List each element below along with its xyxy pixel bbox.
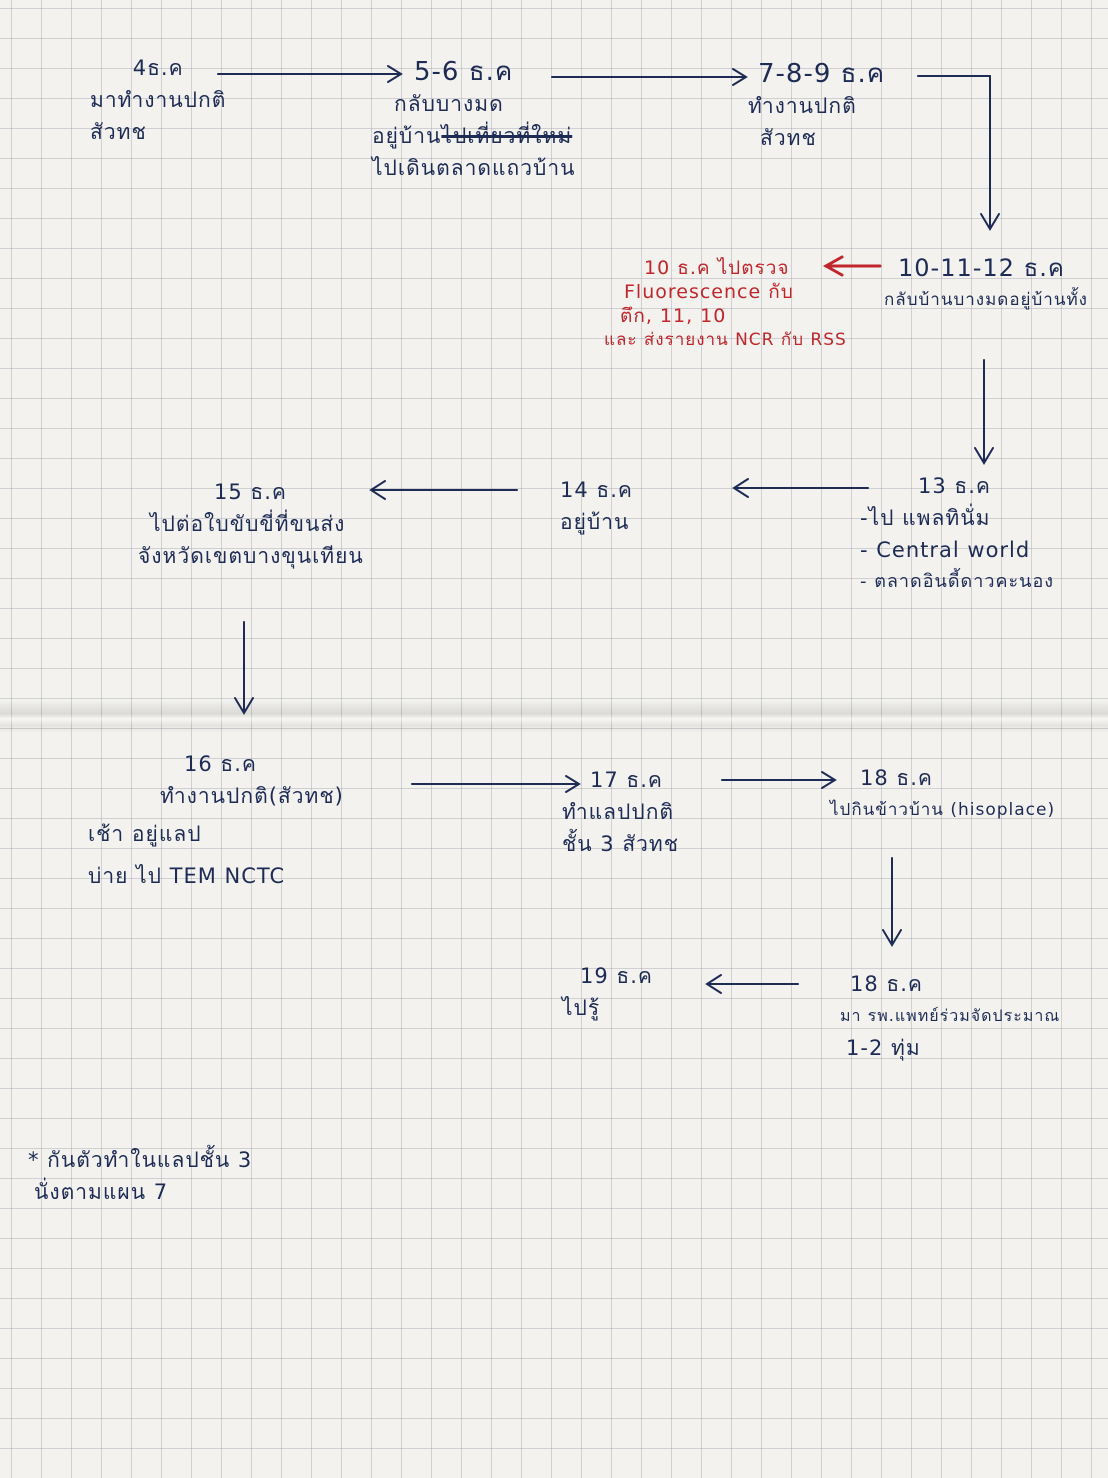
note-date: 16 ธ.ค [184,752,257,776]
note-line: ทำงานปกติ(สัวทช) [160,784,344,808]
arrow-head [234,697,254,715]
note-dec-5-6: 5-6 ธ.ค กลับบางมด อยู่บ้านไปเที่ยวที่ใหม… [372,56,576,184]
note-dec-4: 4ธ.ค มาทำงานปกติ สัวทช [90,52,226,148]
arrow-head [882,929,902,947]
note-dec-19: 19 ธ.ค ไปรู้ [562,960,653,1024]
arrow-head [387,65,403,83]
note-line: - Central world [860,538,1031,562]
arrow-head [821,771,837,789]
note-line: ทำแลปปกติ [562,800,675,824]
note-line: ไปต่อใบขับขี่ที่ขนส่ง [150,512,346,536]
arrow-head [705,974,722,994]
arrow-head [974,447,994,465]
note-line: - ตลาดอินดี้ดาวคะนอง [860,571,1055,592]
note-line: มาทำงานปกติ [90,88,227,112]
note-line: กลับบางมด [394,92,504,116]
note-date: 15 ธ.ค [214,480,287,504]
note-dec-14: 14 ธ.ค อยู่บ้าน [560,474,633,538]
note-date: 5-6 ธ.ค [414,57,514,87]
note-line: 1-2 ทุ่ม [846,1036,921,1060]
note-line: สัวทช [760,126,817,150]
note-line: ไปรู้ [562,996,601,1020]
note-date: 4ธ.ค [132,56,184,80]
note-line: อยู่บ้านไปเที่ยวที่ใหม่ [372,120,576,152]
note-date: 17 ธ.ค [590,768,663,792]
note-line: อยู่บ้าน [560,510,630,534]
arrow-head [369,480,386,500]
note-line: * กันตัวทำในแลปชั้น 3 [28,1148,253,1172]
note-dec-16: 16 ธ.ค ทำงานปกติ(สัวทช) เช้า อยู่แลป บ่า… [88,748,344,892]
note-line: -ไป แพลทินั่ม [860,506,991,530]
note-line: กลับบ้านบางมดอยู่บ้านทั้ง [884,290,1088,310]
note-line: เช้า อยู่แลป [88,822,202,846]
note-date: 18 ธ.ค [860,766,933,790]
note-dec-18-dinner: 18 ธ.ค ไปกินข้าวบ้าน (hisoplace) [830,762,1055,826]
note-dec-10-checkup: 10 ธ.ค ไปตรวจ Fluorescence กับ ตึก, 11, … [604,256,847,352]
arrow-head [565,775,581,793]
note-line: ตึก, 11, 10 [620,305,727,327]
arrow-head [980,213,1000,231]
note-dec-10-12: 10-11-12 ธ.ค กลับบ้านบางมดอยู่บ้านทั้ง [884,252,1088,316]
note-date: 7-8-9 ธ.ค [758,59,886,89]
note-line: มา รพ.แพทย์ร่วมจัดประมาณ [840,1006,1061,1025]
note-date: 13 ธ.ค [918,474,991,498]
note-line: สัวทช [90,120,147,144]
note-line: ไปกินข้าวบ้าน (hisoplace) [830,800,1056,820]
struck-text: ไปเที่ยวที่ใหม่ [441,124,573,148]
note-line: Fluorescence กับ [624,281,794,303]
arrow-head [732,478,749,498]
note-dec-18-hospital: 18 ธ.ค มา รพ.แพทย์ร่วมจัดประมาณ 1-2 ทุ่ม [840,968,1060,1064]
note-line: ทำงานปกติ [748,94,857,118]
footnote: * กันตัวทำในแลปชั้น 3 นั่งตามแผน 7 [28,1144,252,1208]
note-date: 19 ธ.ค [580,964,653,988]
arrow-head [732,68,748,86]
note-line: ไปเดินตลาดแถวบ้าน [372,156,576,180]
note-dec-15: 15 ธ.ค ไปต่อใบขับขี่ที่ขนส่ง จังหวัดเขตบ… [138,476,364,572]
note-date: 10-11-12 ธ.ค [898,254,1065,282]
note-dec-17: 17 ธ.ค ทำแลปปกติ ชั้น 3 สัวทช [562,764,679,860]
page-fold [0,700,1108,734]
note-line: บ่าย ไป TEM NCTC [88,864,286,888]
note-date: 10 ธ.ค ไปตรวจ [644,257,790,279]
note-date: 18 ธ.ค [850,972,923,996]
red-arrow-head [822,255,844,277]
note-line: จังหวัดเขตบางขุนเทียน [138,544,364,568]
note-date: 14 ธ.ค [560,478,633,502]
note-dec-7-8-9: 7-8-9 ธ.ค ทำงานปกติ สัวทช [748,58,885,154]
note-line: ชั้น 3 สัวทช [562,832,680,856]
note-line: และ ส่งรายงาน NCR กับ RSS [604,330,847,350]
note-line: นั่งตามแผน 7 [34,1180,169,1204]
note-dec-13: 13 ธ.ค -ไป แพลทินั่ม - Central world - ต… [860,470,1054,598]
note-text: อยู่บ้าน [372,124,442,148]
